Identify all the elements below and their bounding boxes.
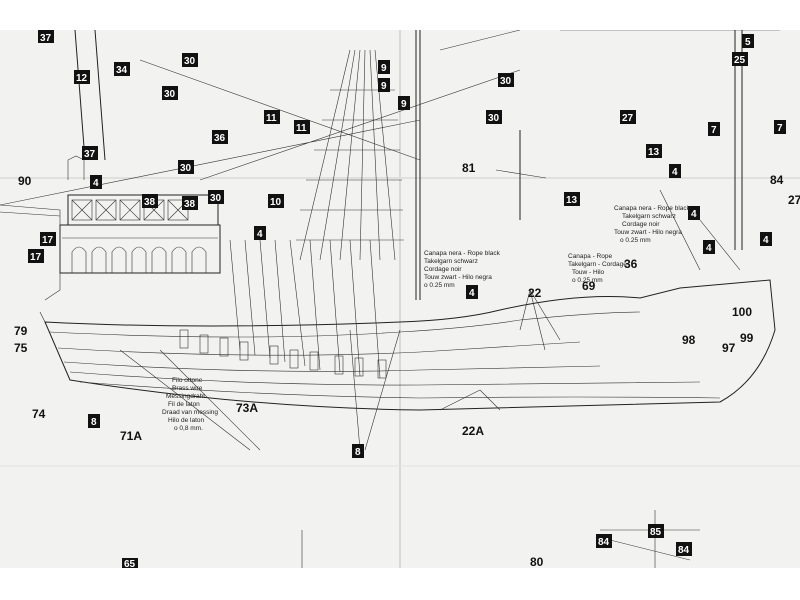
note-line: o 0.25 mm [620, 237, 651, 244]
plan-sheet: 90 79 75 74 71A 73A 22 22A 36 69 100 98 … [0, 30, 800, 568]
note-line: Takelgarn schwarz [622, 213, 676, 220]
note-line: Canapa nera - Rope black [614, 205, 691, 212]
part-label: 84 [770, 173, 784, 187]
callout-box: 7 [777, 123, 783, 134]
callout-box: 30 [164, 89, 176, 100]
callout-box: 11 [266, 113, 277, 124]
note-line: Messingdraht [166, 393, 205, 400]
note-line: Touw - Hilo [572, 269, 605, 276]
callout-box: 85 [650, 527, 662, 538]
callout-box: 17 [30, 252, 42, 263]
callout-box: 5 [745, 37, 751, 48]
part-label: 79 [14, 324, 28, 338]
callout-box: 25 [734, 55, 746, 66]
callout-box: 13 [648, 147, 660, 158]
part-label: 75 [14, 341, 28, 355]
part-numbers: 90 79 75 74 71A 73A 22 22A 36 69 100 98 … [14, 161, 800, 568]
callout-box: 10 [270, 197, 282, 208]
note-line: Canapa nera - Rope black [424, 250, 501, 257]
callout-box: 30 [488, 113, 500, 124]
part-label: 73A [236, 401, 258, 415]
callout-box: 30 [500, 76, 512, 87]
chain-plates [179, 329, 387, 379]
part-label: 36 [624, 257, 638, 271]
callout-box: 34 [116, 65, 128, 76]
callout-box: 4 [763, 235, 769, 246]
note-line: Canapa - Rope [568, 253, 612, 260]
callout-box: 4 [257, 229, 263, 240]
callout-box: 4 [93, 178, 99, 189]
part-label: 81 [462, 161, 476, 175]
callout-box: 37 [84, 149, 96, 160]
callout-box: 27 [622, 113, 634, 124]
note-line: Takelgarn schwarz [424, 258, 478, 265]
callout-box: 8 [355, 447, 361, 458]
callout-box: 13 [566, 195, 578, 206]
note-line: Draad van messing [162, 409, 218, 416]
callout-box: 4 [706, 243, 712, 254]
callout-box: 84 [598, 537, 610, 548]
note-line: Cordage noir [622, 221, 660, 228]
callout-box: 38 [184, 199, 196, 210]
rope-note-mid: Canapa - Rope Takelgarn - Cordage Touw -… [568, 253, 627, 284]
note-line: Brass wire [172, 385, 203, 392]
note-line: Touw zwart - Hilo negra [614, 229, 682, 236]
detail-parts [301, 510, 700, 568]
part-label: 90 [18, 174, 32, 188]
part-label: 22A [462, 424, 484, 438]
callout-box: 30 [184, 56, 196, 67]
callout-box: 9 [381, 81, 387, 92]
callout-box: 65 [124, 559, 136, 568]
note-line: o 0.25 mm [572, 277, 603, 284]
callout-box: 84 [678, 545, 690, 556]
part-label: 22 [528, 286, 542, 300]
callout-box: 17 [42, 235, 54, 246]
ship-hull [39, 279, 776, 411]
note-line: Filo ottone [172, 377, 203, 384]
part-label: 97 [722, 341, 736, 355]
part-label: 69 [582, 279, 596, 293]
rope-note-right: Canapa nera - Rope black Takelgarn schwa… [614, 205, 691, 244]
part-label: 99 [740, 331, 754, 345]
note-line: o 0,8 mm. [174, 425, 203, 432]
callout-box: 38 [144, 197, 156, 208]
note-line: Hilo de laton [168, 417, 205, 424]
note-line: Cordage noir [424, 266, 462, 273]
callout-box: 11 [296, 123, 307, 134]
callout-box: 4 [672, 167, 678, 178]
part-label: 98 [682, 333, 696, 347]
callout-box: 8 [91, 417, 97, 428]
part-label: 74 [32, 407, 46, 421]
callout-box: 12 [76, 73, 88, 84]
callout-box: 9 [381, 63, 387, 74]
rope-note-left: Canapa nera - Rope black Takelgarn schwa… [424, 250, 501, 289]
callout-box: 30 [180, 163, 192, 174]
note-line: Takelgarn - Cordage [568, 261, 627, 268]
callout-box: 37 [40, 33, 52, 44]
part-label: 100 [732, 305, 752, 319]
part-label: 27 [788, 193, 800, 207]
callout-box: 36 [214, 133, 226, 144]
ship-rigging-plan: 90 79 75 74 71A 73A 22 22A 36 69 100 98 … [0, 30, 800, 568]
callout-box: 9 [401, 99, 407, 110]
callout-box: 30 [210, 193, 222, 204]
note-line: Fil de laton [168, 401, 200, 408]
callout-box: 4 [691, 209, 697, 220]
part-callouts: 37 34 12 30 30 30 30 30 30 36 37 4 38 38… [28, 30, 786, 568]
masts [74, 30, 743, 300]
note-line: Touw zwart - Hilo negra [424, 274, 492, 281]
part-label: 80 [530, 555, 544, 568]
note-line: o 0.25 mm [424, 282, 455, 289]
callout-box: 7 [711, 125, 717, 136]
part-label: 71A [120, 429, 142, 443]
wire-note: Filo ottone Brass wire Messingdraht Fil … [162, 377, 218, 432]
callout-box: 4 [469, 288, 475, 299]
